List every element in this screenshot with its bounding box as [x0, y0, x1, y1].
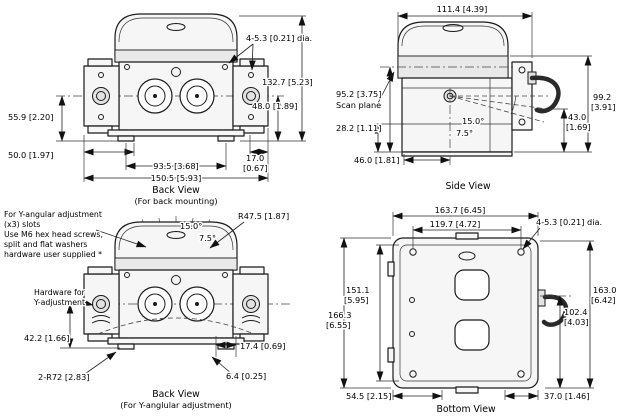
top-slot [166, 23, 186, 31]
slot-arc-r72 [97, 317, 255, 335]
dim-slot-radius-label: 2-R72 [2.83] [38, 372, 90, 382]
y-note-line-2: (x3) slots [4, 220, 40, 229]
dim-right-length-in-label: [6.42] [591, 295, 616, 305]
mount-hole [409, 248, 417, 256]
y-note-line-4: split and flat washers [4, 240, 87, 249]
bracket-screw-left [92, 87, 110, 105]
y-note-line-3: Use M6 hex head screws, [4, 230, 103, 239]
dim-slot-offset-label: 17.4 [0.69] [240, 341, 285, 351]
view-back-y-angular: For Y-angular adjustment (x3) slots Use … [3, 209, 292, 411]
dim-right-height-in-label: [3.91] [591, 102, 616, 112]
hardware-label-line2: Y-adjustment [33, 298, 85, 307]
cutout-lower [454, 319, 490, 351]
dim-scan-height-label: 95.2 [3.75] [336, 89, 381, 99]
dim-lens-to-base-label: 48.0 [1.89] [252, 101, 297, 111]
dim-lens-height-label: 55.9 [2.20] [8, 112, 53, 122]
dim-screw-to-base-label: 42.2 [1.66] [24, 333, 69, 343]
dim-hole-span-label: 119.7 [4.72] [430, 219, 481, 229]
dim-top-width-label: 111.4 [4.39] [437, 4, 488, 14]
dim-slot-width-label: 6.4 [0.25] [226, 371, 266, 381]
back-mounting-caption: Back View [152, 185, 200, 196]
dim-right-length-mm-label: 163.0 [593, 285, 616, 295]
hardware-label-line1: Hardware for [34, 288, 86, 297]
dim-dome-radius-label: R47.5 [1.87] [238, 211, 289, 221]
dim-base-depth-label: 46.0 [1.81] [354, 155, 399, 165]
dim-slot-offset-left-label: 54.5 [2.15] [346, 391, 391, 401]
dim-foot-width-mm-label: 17.0 [246, 153, 264, 163]
y-adjust-screw-left [92, 295, 110, 313]
dim-hole-offset-right-label: 37.0 [1.46] [544, 391, 589, 401]
y-angle-outer-label: 15.0° [180, 221, 202, 231]
mount-hole [409, 370, 417, 378]
side-view-caption: Side View [445, 181, 491, 192]
dim-foot-span-label: 93.5 [3.68] [153, 161, 198, 171]
side-angle-inner-label: 7.5° [456, 128, 473, 138]
bottom-view-caption: Bottom View [436, 404, 496, 415]
y-adjust-screw-right [242, 295, 260, 313]
bracket-screw-right [242, 87, 260, 105]
side-body [401, 77, 513, 153]
dim-bottom-hole-dia-label: 4-5.3 [0.21] dia. [536, 217, 602, 227]
dim-foot-width-in-label: [0.67] [243, 163, 268, 173]
y-note-line-1: For Y-angular adjustment [4, 210, 102, 219]
cable [529, 75, 561, 114]
mount-hole [517, 248, 525, 256]
dim-total-height-label: 132.7 [5.23] [262, 77, 313, 87]
back-y-angular-caption: Back View [152, 389, 200, 400]
back-mounting-subcaption: (For back mounting) [134, 196, 217, 206]
y-note-line-5: hardware user supplied * [4, 250, 102, 259]
dim-bracket-width-label: 50.0 [1.97] [8, 150, 53, 160]
dim-total-width-label: 150.5 [5.93] [151, 173, 202, 183]
view-bottom: 163.7 [6.45] 119.7 [4.72] 4-5.3 [0.21] d… [325, 204, 618, 417]
dim-bracket-height-mm-label: 43.0 [568, 112, 586, 122]
dim-inner-length-in-label: [5.95] [344, 295, 369, 305]
dim-lower-height-label: 28.2 [1.11] [336, 123, 381, 133]
scan-window-band [114, 49, 238, 63]
cutout-upper [454, 269, 490, 301]
base-plate [107, 129, 245, 137]
dim-outer-width-label: 163.7 [6.45] [435, 205, 486, 215]
view-back-mounting: 4-5.3 [0.21] dia. 132.7 [5.23] 48.0 [1.8… [7, 13, 314, 207]
dim-outer-length-in-label: [6.55] [326, 320, 351, 330]
dim-outer-length-mm-label: 166.3 [328, 310, 351, 320]
dim-cable-height-in-label: [4.03] [564, 317, 589, 327]
dim-hole-dia-label: 4-5.3 [0.21] dia. [246, 33, 312, 43]
dim-inner-length-mm-label: 151.1 [346, 285, 369, 295]
mount-hole [517, 370, 525, 378]
view-side: 111.4 [4.39] 95.2 [3.75] Scan plane 28.2… [335, 3, 617, 194]
side-angle-outer-label: 15.0° [462, 116, 484, 126]
y-angle-inner-label: 7.5° [199, 233, 216, 243]
dim-right-height-mm-label: 99.2 [593, 92, 611, 102]
bottom-cable [541, 294, 569, 327]
back-y-angular-subcaption: (For Y-anglular adjustment) [120, 400, 231, 410]
scan-plane-label: Scan plane [336, 100, 381, 110]
dim-cable-height-mm-label: 102.4 [564, 307, 587, 317]
bottom-plate [392, 237, 539, 389]
dim-bracket-height-in-label: [1.69] [566, 122, 591, 132]
